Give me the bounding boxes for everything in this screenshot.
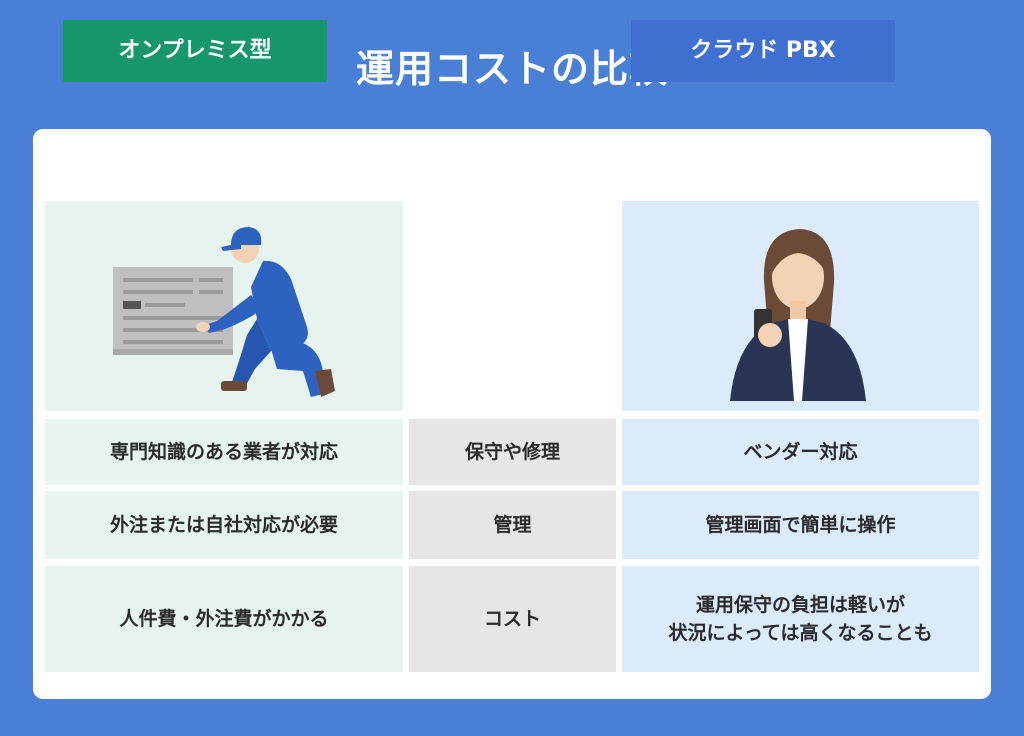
comparison-card: 専門知識のある業者が対応 保守や修理 ベンダー対応 外注または自社対応が必要 管… (33, 129, 991, 699)
category-cost-cell: コスト (409, 566, 616, 672)
onpremise-label: オンプレミス型 (63, 20, 327, 82)
cloud-management-cell: 管理画面で簡単に操作 (622, 491, 979, 559)
category-maintenance-cell: 保守や修理 (409, 419, 616, 485)
cloud-maintenance-cell: ベンダー対応 (622, 419, 979, 485)
onpremise-cost-cell: 人件費・外注費がかかる (45, 566, 403, 672)
cloud-pbx-label: クラウド PBX (631, 20, 895, 82)
woman-smartphone-illustration (730, 229, 866, 401)
category-management-cell: 管理 (409, 491, 616, 559)
onpremise-illustration-panel (45, 201, 403, 411)
cloud-cost-cell: 運用保守の負担は軽いが 状況によっては高くなることも (622, 566, 979, 672)
page-title: 運用コストの比較 (355, 47, 668, 91)
cloud-illustration-panel (622, 201, 979, 411)
onpremise-maintenance-cell: 専門知識のある業者が対応 (45, 419, 403, 485)
technician-server-illustration (113, 227, 335, 397)
onpremise-management-cell: 外注または自社対応が必要 (45, 491, 403, 559)
